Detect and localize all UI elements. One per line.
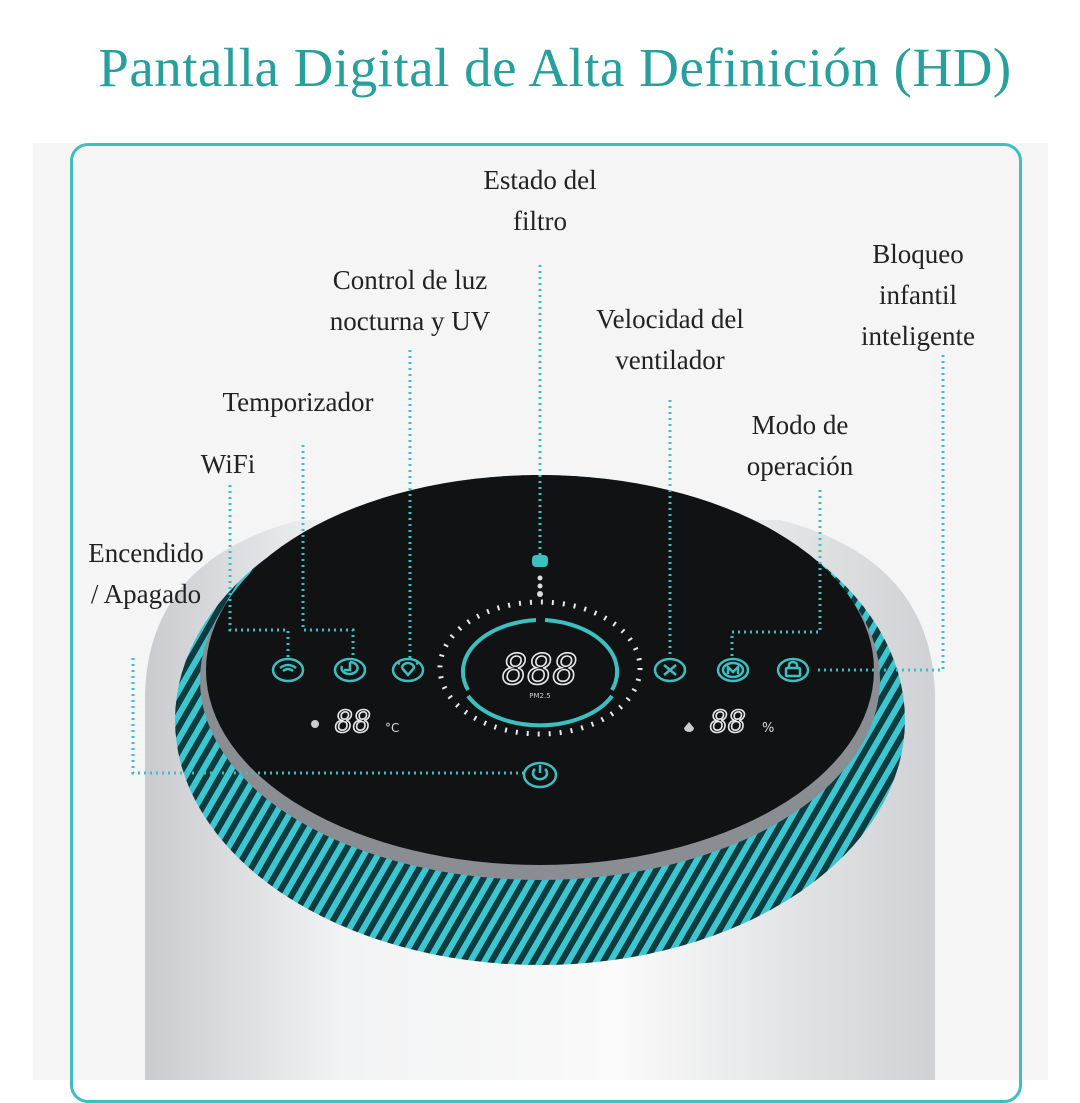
leader-timer <box>301 445 355 658</box>
humidity-unit: % <box>762 721 774 736</box>
leader-wifi <box>228 485 290 658</box>
wifi-button[interactable] <box>271 657 305 683</box>
label-child-lock: Bloqueo infantil inteligente <box>861 234 975 357</box>
operation-mode-button[interactable] <box>716 657 750 683</box>
temperature-readout: 88 <box>335 705 371 740</box>
night-light-uv-button[interactable] <box>391 657 425 683</box>
power-icon <box>531 765 549 781</box>
label-line: WiFi <box>200 449 256 479</box>
label-filter-status: Estado del filtro <box>483 160 596 242</box>
label-line: infantil <box>879 280 957 310</box>
child-lock-button[interactable] <box>776 657 810 683</box>
temperature-unit: °C <box>385 721 399 735</box>
main-readout: 888 <box>502 645 578 694</box>
label-timer: Temporizador <box>222 382 373 423</box>
fan-speed-button[interactable] <box>653 657 687 683</box>
humidity-readout: 88 <box>710 705 746 740</box>
thermometer-icon <box>311 720 319 728</box>
label-line: Estado del <box>483 165 597 195</box>
main-unit: PM2.5 <box>529 692 550 700</box>
label-line: Modo de <box>751 410 849 440</box>
label-line: operación <box>746 451 854 481</box>
label-wifi: WiFi <box>201 444 255 485</box>
screen <box>206 475 874 865</box>
light-bulb-icon <box>397 661 419 677</box>
label-line: Temporizador <box>222 387 374 417</box>
lock-icon <box>787 660 799 668</box>
leader-power <box>131 658 524 775</box>
label-night-light-uv: Control de luz nocturna y UV <box>330 260 490 342</box>
filter-icon <box>532 555 548 597</box>
wifi-icon <box>279 663 297 673</box>
label-line: Velocidad del <box>596 304 744 334</box>
mode-m-icon <box>726 663 740 674</box>
leader-lines <box>131 265 945 775</box>
fan-icon <box>663 664 677 676</box>
pm25-gauge <box>437 599 643 737</box>
page-title: Pantalla Digital de Alta Definición (HD) <box>98 37 1012 98</box>
timer-icon <box>340 660 359 676</box>
label-line: Bloqueo <box>872 239 964 269</box>
label-line: ventilador <box>615 345 725 375</box>
label-line: inteligente <box>861 321 975 351</box>
air-purifier-illustration: 888 PM2.5 88 °C 88 % <box>131 265 945 1080</box>
label-power: Encendido / Apagado <box>88 533 203 615</box>
timer-button[interactable] <box>333 657 367 683</box>
label-line: nocturna y UV <box>329 306 491 336</box>
label-line: / Apagado <box>90 579 202 609</box>
label-operation-mode: Modo de operación <box>747 405 853 487</box>
label-fan-speed: Velocidad del ventilador <box>596 299 744 381</box>
power-button[interactable] <box>522 761 558 789</box>
humidity-drop-icon <box>684 722 694 732</box>
label-line: Encendido <box>88 538 204 568</box>
label-line: filtro <box>512 206 567 236</box>
label-line: Control de luz <box>332 265 488 295</box>
leader-mode <box>730 490 822 658</box>
